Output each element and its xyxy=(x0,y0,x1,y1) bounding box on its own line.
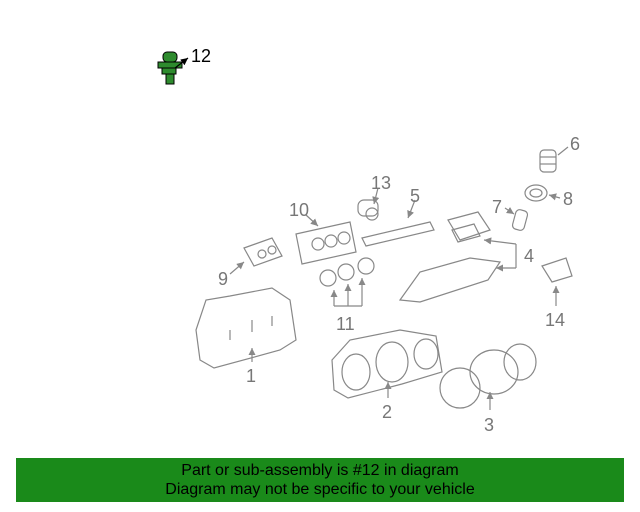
callout-3: 3 xyxy=(484,415,494,435)
banner-line-1: Part or sub-assembly is #12 in diagram xyxy=(181,462,459,479)
part-6-bulb xyxy=(539,146,569,173)
part-9-switch xyxy=(229,237,283,275)
parts-diagram: 12 6 8 7 13 5 10 xyxy=(157,46,580,435)
callout-14: 14 xyxy=(545,310,565,330)
part-13-knob xyxy=(357,187,380,221)
part-2-cluster-lens xyxy=(331,329,443,399)
callout-2: 2 xyxy=(382,402,392,422)
part-10-control-panel xyxy=(295,214,357,265)
callout-5: 5 xyxy=(410,186,420,206)
callout-13: 13 xyxy=(371,173,391,193)
callout-12: 12 xyxy=(191,46,211,66)
callout-6: 6 xyxy=(570,134,580,154)
part-3-gauge-faces xyxy=(439,343,537,410)
callout-7: 7 xyxy=(492,197,502,217)
callout-8: 8 xyxy=(563,189,573,209)
callout-11: 11 xyxy=(336,314,355,334)
part-14-sensor xyxy=(541,257,573,306)
banner-line-2: Diagram may not be specific to your vehi… xyxy=(165,481,475,498)
callout-4: 4 xyxy=(524,246,534,266)
part-1-cluster-housing xyxy=(195,287,297,369)
info-banner: Part or sub-assembly is #12 in diagram D… xyxy=(16,458,624,502)
part-12-bulb-socket[interactable] xyxy=(157,51,189,85)
part-5-bracket xyxy=(361,199,435,247)
callout-10: 10 xyxy=(289,200,309,220)
part-7-bulb xyxy=(504,207,529,231)
part-11-knobs xyxy=(319,257,375,307)
part-8-socket-ring xyxy=(524,184,561,202)
callout-1: 1 xyxy=(246,366,256,386)
callout-9: 9 xyxy=(218,269,228,289)
part-4-bezel-vent xyxy=(398,211,517,303)
